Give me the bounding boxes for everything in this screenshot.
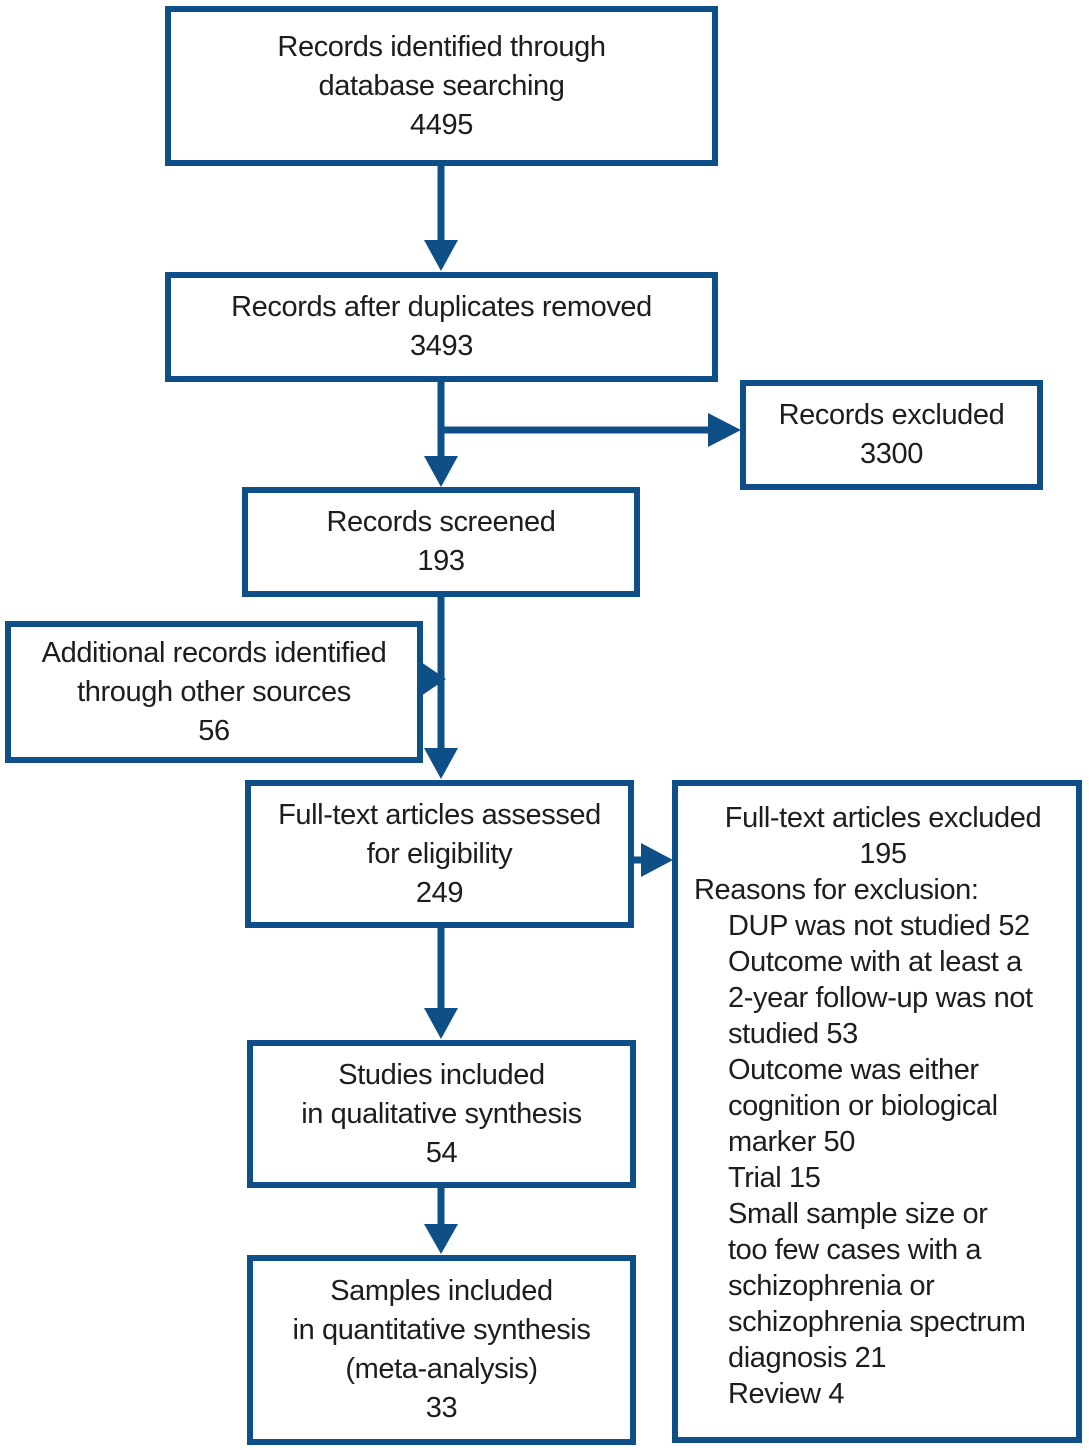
arrow-to-records-excluded xyxy=(441,413,741,447)
box-count: 56 xyxy=(198,714,230,747)
box-text-line: Records identified through xyxy=(277,30,606,63)
box-quantitative-synthesis: Samples included in quantitative synthes… xyxy=(247,1255,636,1445)
box-records-screened: Records screened 193 xyxy=(242,487,640,597)
arrow-additional-to-flow xyxy=(421,662,446,696)
box-count: 3300 xyxy=(860,438,923,470)
reason-line: Outcome with at least a xyxy=(728,946,1022,978)
reason-line: cognition or biological xyxy=(728,1090,998,1122)
arrow-deduplicated-to-screened xyxy=(424,380,458,487)
box-text-line: in qualitative synthesis xyxy=(301,1097,582,1130)
box-fulltext-excluded: Full-text articles excluded 195 Reasons … xyxy=(672,780,1082,1443)
box-text-line: Samples included xyxy=(330,1275,553,1307)
box-count: 193 xyxy=(417,545,465,577)
box-records-identified: Records identified through database sear… xyxy=(165,6,718,166)
reason-line: Review 4 xyxy=(728,1378,845,1410)
box-text-line: database searching xyxy=(318,69,565,102)
box-text-line: (meta-analysis) xyxy=(345,1353,538,1385)
box-count: 33 xyxy=(425,1392,458,1424)
arrow-qualitative-to-quantitative xyxy=(424,1186,458,1254)
arrow-screened-to-fulltext-assessed xyxy=(424,595,458,779)
box-qualitative-synthesis: Studies included in qualitative synthesi… xyxy=(247,1040,636,1188)
reason-line: schizophrenia or xyxy=(728,1270,935,1302)
box-records-deduplicated: Records after duplicates removed 3493 xyxy=(165,272,718,382)
reason-line: too few cases with a xyxy=(728,1234,982,1266)
reason-line: schizophrenia spectrum xyxy=(728,1306,1026,1338)
reason-line: Small sample size or xyxy=(728,1198,988,1230)
reason-line: 2-year follow-up was not xyxy=(728,982,1033,1014)
reasons-label: Reasons for exclusion: xyxy=(694,874,979,906)
box-count: 195 xyxy=(859,838,907,870)
box-additional-records: Additional records identified through ot… xyxy=(5,621,423,763)
reason-line: studied 53 xyxy=(728,1018,858,1050)
box-text-line: in quantitative synthesis xyxy=(292,1314,591,1346)
box-count: 249 xyxy=(415,876,464,909)
box-text-line: Records excluded xyxy=(778,399,1005,431)
box-title: Full-text articles excluded xyxy=(724,802,1042,834)
reason-line: marker 50 xyxy=(728,1126,855,1158)
box-count: 54 xyxy=(425,1136,458,1169)
arrow-fulltext-assessed-to-qualitative xyxy=(424,926,458,1039)
arrow-identified-to-deduplicated xyxy=(424,164,458,271)
reason-line: Outcome was either xyxy=(728,1054,979,1086)
box-text-line: Studies included xyxy=(338,1058,545,1091)
box-text-line: through other sources xyxy=(77,675,351,708)
box-text-line: for eligibility xyxy=(366,837,513,870)
reason-line: diagnosis 21 xyxy=(728,1342,887,1374)
box-count: 3493 xyxy=(410,330,473,362)
arrow-to-fulltext-excluded xyxy=(632,843,673,877)
box-text-line: Additional records identified xyxy=(41,636,387,669)
reason-line: Trial 15 xyxy=(728,1162,821,1194)
box-count: 4495 xyxy=(410,108,473,141)
box-text-line: Records after duplicates removed xyxy=(231,291,652,323)
box-fulltext-assessed: Full-text articles assessed for eligibil… xyxy=(245,780,634,928)
box-text-line: Full-text articles assessed xyxy=(278,798,601,831)
reason-line: DUP was not studied 52 xyxy=(728,910,1030,942)
box-text-line: Records screened xyxy=(326,506,556,538)
box-records-excluded: Records excluded 3300 xyxy=(740,380,1043,490)
